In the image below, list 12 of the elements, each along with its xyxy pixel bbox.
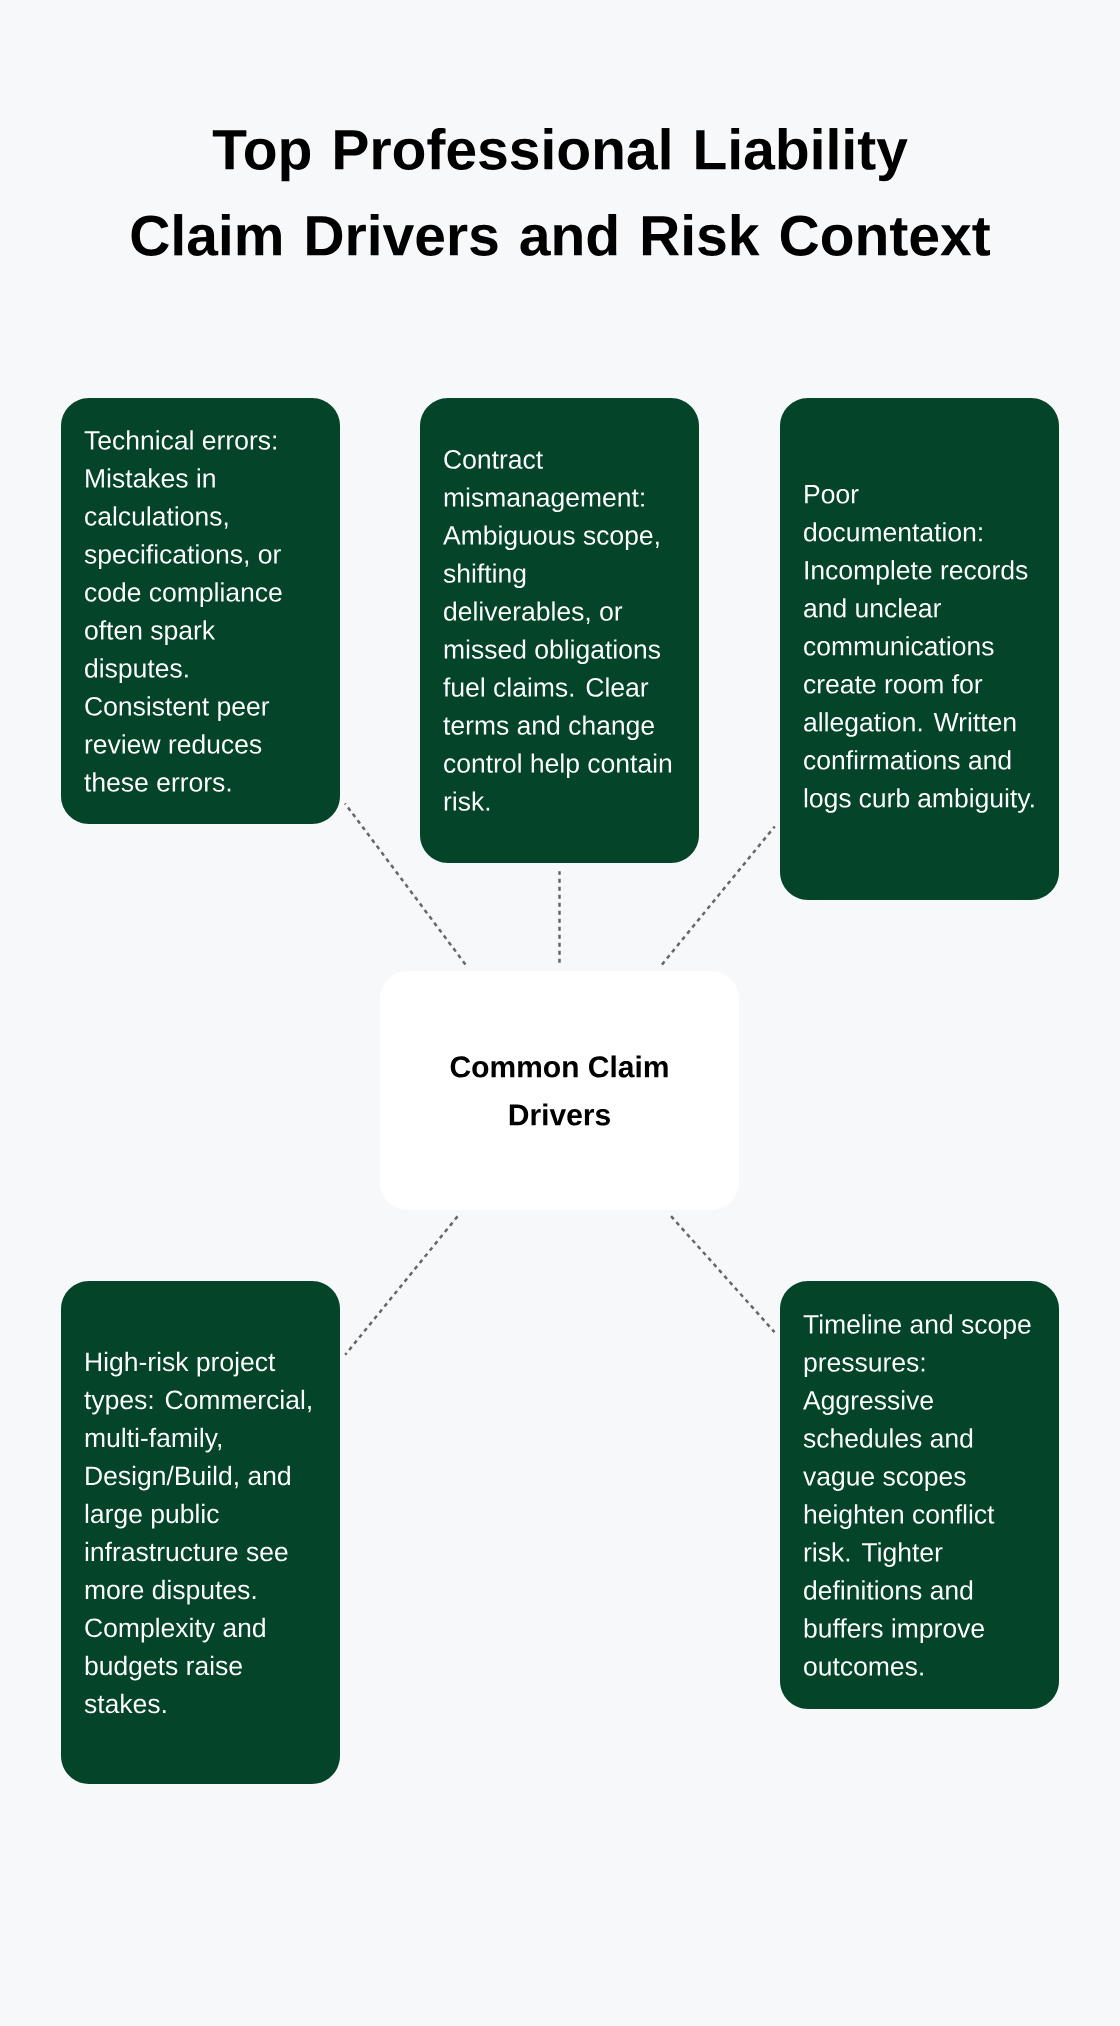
connector-line bbox=[558, 871, 561, 963]
connector-line bbox=[670, 1215, 776, 1333]
connector-line bbox=[344, 1215, 459, 1356]
info-card: Timeline and scope pressures: Aggressive schedules and vague scopes heighten conflict risk. Tighter definitions and buffers improve outcomes. bbox=[780, 1281, 1059, 1709]
info-card: Technical errors: Mistakes in calculations, specifications, or code compliance often spark disputes. Consistent peer review reduces these errors. bbox=[61, 398, 340, 824]
hub-box: Common Claim Drivers bbox=[380, 971, 739, 1210]
info-card: High-risk project types: Commercial, multi-family, Design/Build, and large public infrastructure see more disputes. Complexity and budgets raise stakes. bbox=[61, 1281, 340, 1784]
connector-line bbox=[344, 802, 467, 966]
title: Top Professional Liability Claim Drivers and Risk Context bbox=[131, 128, 990, 256]
info-card: Contract mismanagement: Ambiguous scope, shifting deliverables, or missed obligations fuel claims. Clear terms and change control help contain risk. bbox=[420, 398, 699, 863]
connector-line bbox=[660, 825, 776, 966]
info-card: Poor documentation: Incomplete records and unclear communications create room for allegation. Written confirmations and logs curb ambiguity. bbox=[780, 398, 1059, 900]
